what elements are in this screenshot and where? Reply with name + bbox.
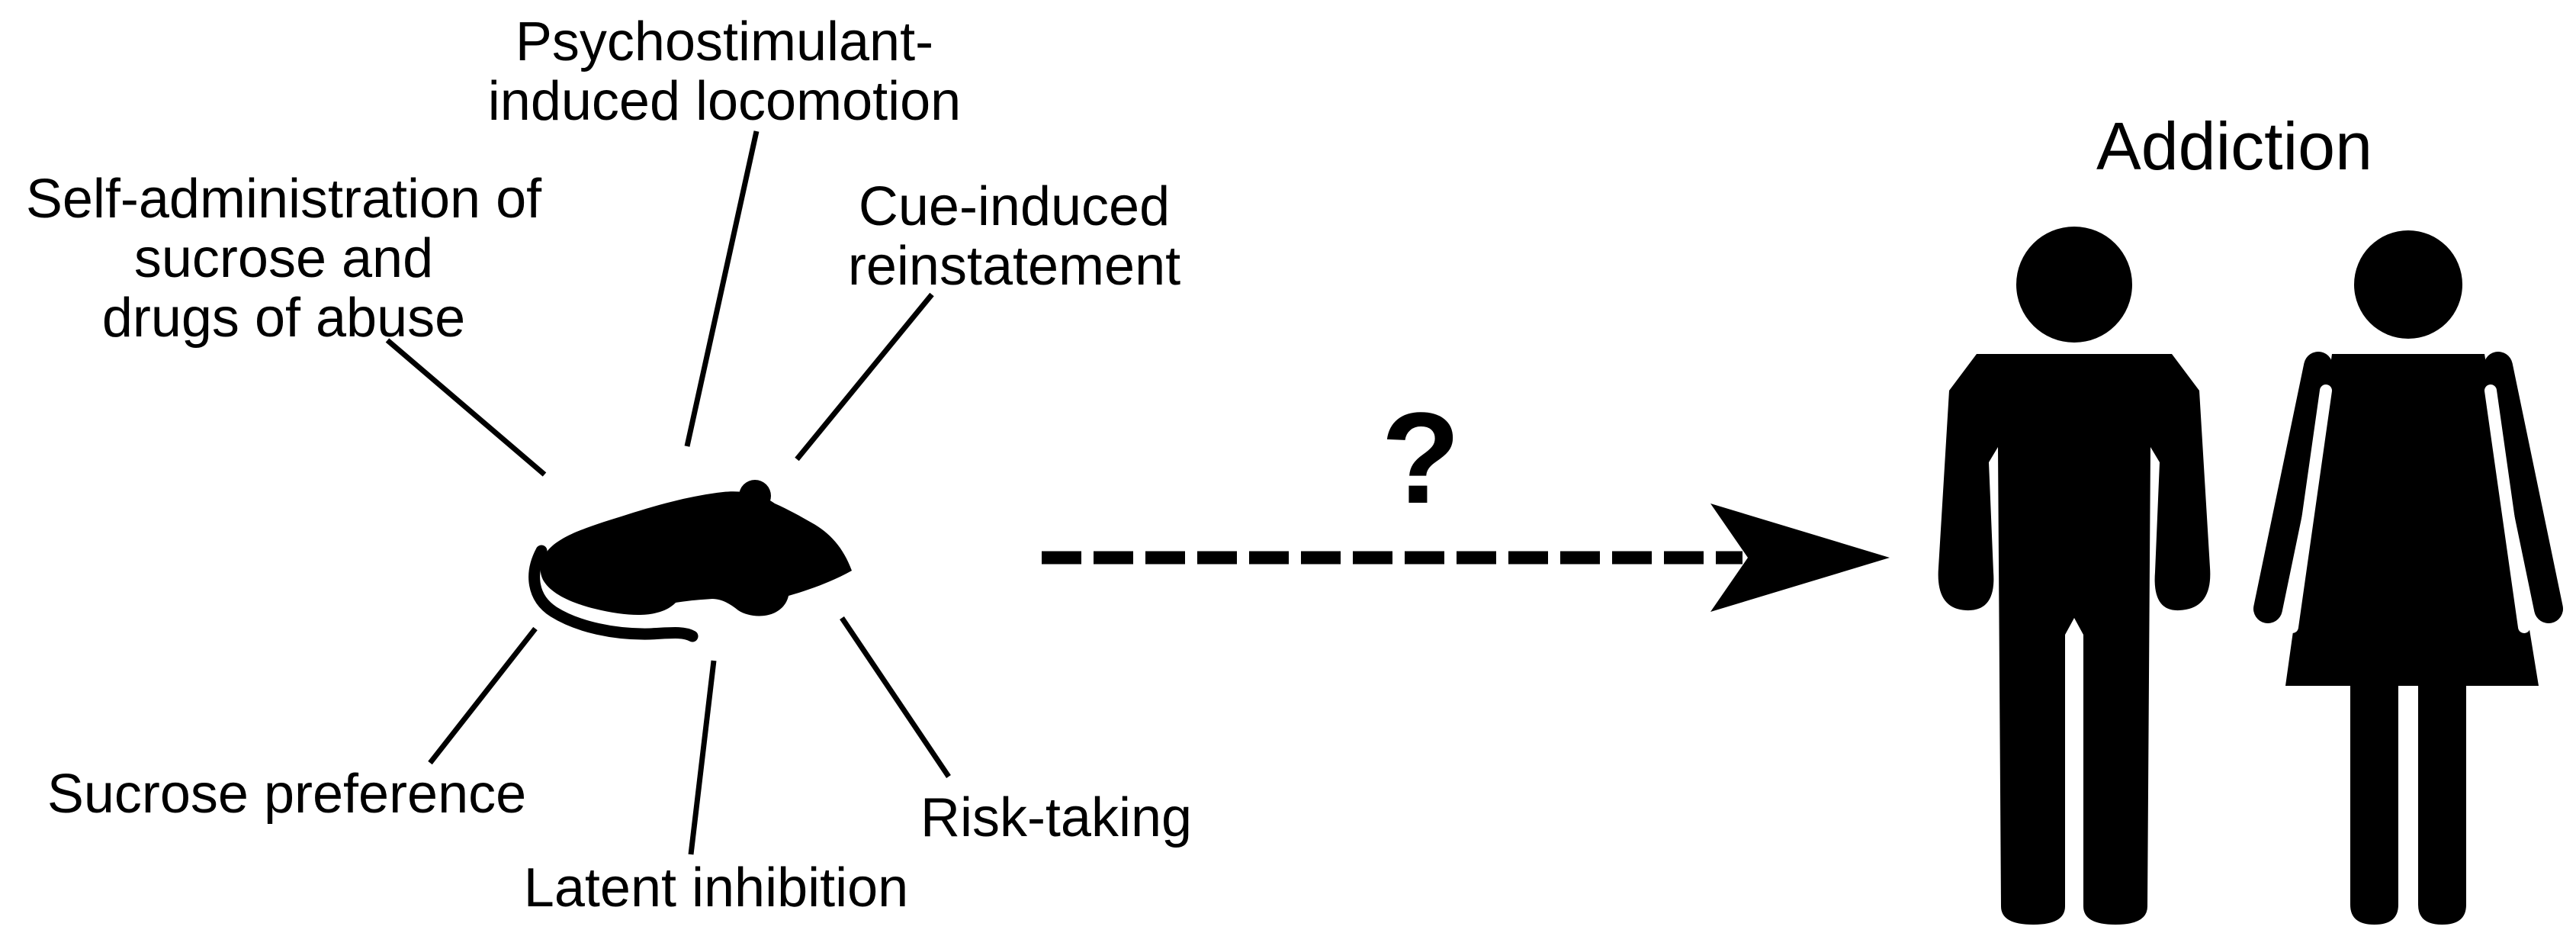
spoke-lines [385, 130, 951, 855]
question-mark: ? [1381, 386, 1460, 531]
female-leg-right [2418, 679, 2466, 925]
male-body [1938, 354, 2211, 925]
dashed-arrow [1042, 503, 1890, 612]
female-figure-icon [2253, 230, 2563, 925]
male-head [2016, 227, 2132, 343]
label-addiction: Addiction [2096, 108, 2373, 184]
line-self-administration [385, 338, 547, 477]
female-dress [2285, 354, 2539, 686]
female-arm-left [2253, 352, 2333, 623]
line-latent-inhibition [688, 660, 717, 855]
female-leg-left [2350, 679, 2398, 925]
female-arm-slit-right [2484, 384, 2530, 633]
label-psychostimulant-locomotion: Psychostimulant- induced locomotion [487, 11, 962, 132]
label-self-administration: Self-administration of sucrose and drugs… [25, 169, 542, 349]
line-sucrose-preference [428, 626, 538, 765]
female-head [2354, 230, 2462, 339]
line-psychostimulant [684, 130, 760, 447]
label-cue-induced-reinstatement: Cue-induced reinstatement [847, 176, 1181, 297]
label-sucrose-preference: Sucrose preference [47, 764, 527, 825]
label-risk-taking: Risk-taking [920, 787, 1193, 848]
line-cue-reinstatement [795, 292, 934, 462]
mouse-icon [528, 480, 852, 642]
female-arm-right [2484, 352, 2563, 623]
label-latent-inhibition: Latent inhibition [523, 857, 909, 919]
mouse-tail [528, 545, 699, 642]
arrow-head [1710, 503, 1890, 612]
male-figure-icon [1938, 227, 2211, 925]
line-risk-taking [840, 616, 951, 778]
female-arm-slit-left [2286, 384, 2332, 633]
mouse-body [540, 491, 852, 616]
